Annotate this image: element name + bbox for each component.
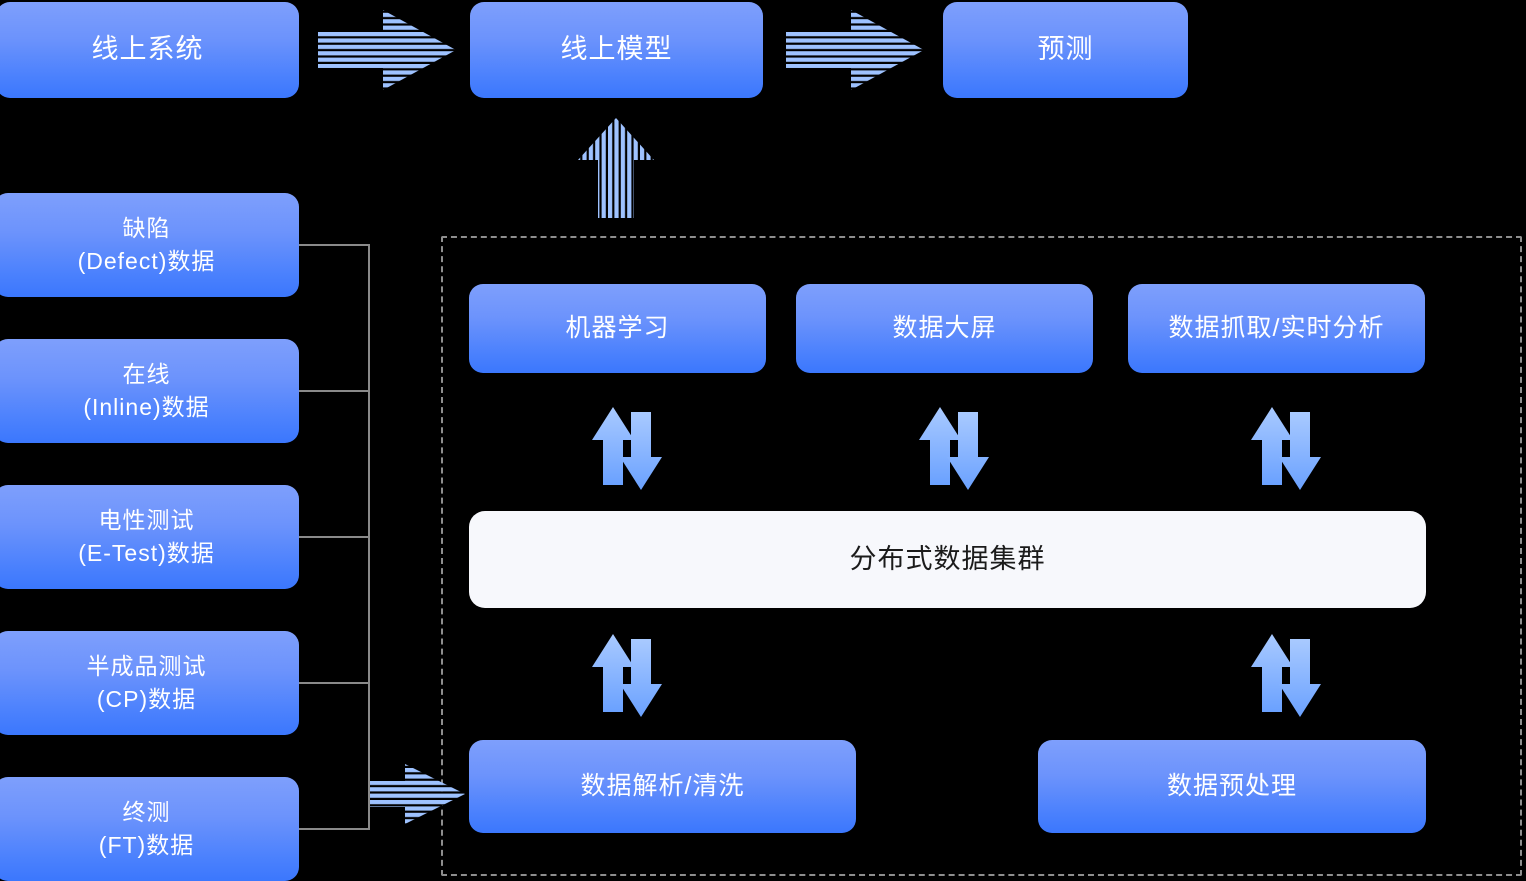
node-data-source-etest-label: 电性测试 (E-Test)数据: [78, 506, 215, 566]
node-online-system-label: 线上系统: [91, 34, 204, 65]
arrow-model-to-predict: [786, 10, 924, 90]
node-prediction[interactable]: 预测: [943, 2, 1188, 98]
node-prediction-label: 预测: [1037, 34, 1094, 65]
connector-cp: [299, 682, 370, 684]
node-online-system[interactable]: 线上系统: [0, 2, 299, 98]
node-distributed-cluster[interactable]: 分布式数据集群: [469, 511, 1426, 608]
node-data-preprocess-label: 数据预处理: [1166, 772, 1297, 801]
node-data-capture[interactable]: 数据抓取/实时分析: [1128, 284, 1425, 373]
node-data-dashboard-label: 数据大屏: [892, 314, 997, 343]
platform-dashed-region: [441, 236, 1522, 876]
node-data-source-defect-label: 缺陷 (Defect)数据: [77, 214, 216, 274]
node-machine-learning-label: 机器学习: [565, 314, 670, 343]
arrow-system-to-model: [318, 10, 456, 90]
node-online-model[interactable]: 线上模型: [470, 2, 763, 98]
connector-trunk: [368, 244, 370, 830]
node-data-source-inline[interactable]: 在线 (Inline)数据: [0, 339, 299, 443]
connector-defect: [299, 244, 370, 246]
node-data-source-ft-label: 终测 (FT)数据: [98, 798, 195, 858]
node-data-source-cp-label: 半成品测试 (CP)数据: [86, 652, 207, 712]
arrow-platform-to-model: [578, 118, 654, 218]
node-data-parse-clean-label: 数据解析/清洗: [580, 772, 745, 801]
node-data-dashboard[interactable]: 数据大屏: [796, 284, 1093, 373]
connector-inline: [299, 390, 370, 392]
node-distributed-cluster-label: 分布式数据集群: [849, 543, 1046, 574]
node-data-capture-label: 数据抓取/实时分析: [1168, 314, 1385, 343]
node-data-source-etest[interactable]: 电性测试 (E-Test)数据: [0, 485, 299, 589]
node-data-source-cp[interactable]: 半成品测试 (CP)数据: [0, 631, 299, 735]
connector-etest: [299, 536, 370, 538]
connector-ft: [299, 828, 370, 830]
node-data-preprocess[interactable]: 数据预处理: [1038, 740, 1426, 833]
node-online-model-label: 线上模型: [560, 34, 673, 65]
node-data-source-defect[interactable]: 缺陷 (Defect)数据: [0, 193, 299, 297]
node-data-source-ft[interactable]: 终测 (FT)数据: [0, 777, 299, 881]
node-machine-learning[interactable]: 机器学习: [469, 284, 766, 373]
node-data-source-inline-label: 在线 (Inline)数据: [83, 360, 210, 420]
node-data-parse-clean[interactable]: 数据解析/清洗: [469, 740, 856, 833]
